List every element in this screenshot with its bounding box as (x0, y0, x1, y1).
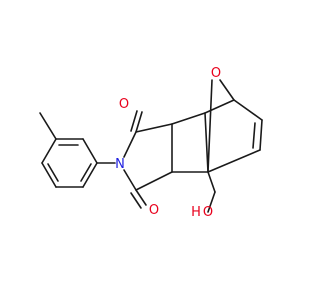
imide-nitrogen-label: N (115, 157, 125, 172)
methyl-bond (39, 112, 57, 140)
tolyl-ring (41, 138, 98, 188)
molecule-structure: O O O N H O (39, 66, 263, 220)
carbonyl-oxygen-bottom-label: O (149, 203, 159, 218)
hydroxymethyl-group (207, 171, 216, 213)
bridge-oxygen-label: O (211, 66, 221, 81)
bicyclic-framework (171, 79, 263, 173)
carbonyl-bottom (130, 189, 147, 209)
carbonyl-oxygen-top-label: O (119, 97, 129, 112)
hydroxyl-hydrogen-label: H (191, 205, 201, 220)
hydroxyl-oxygen-label: O (203, 205, 213, 220)
molecule-diagram: O O O N H O (39, 66, 263, 220)
imide-ring (123, 123, 173, 191)
carbonyl-top (130, 110, 143, 133)
